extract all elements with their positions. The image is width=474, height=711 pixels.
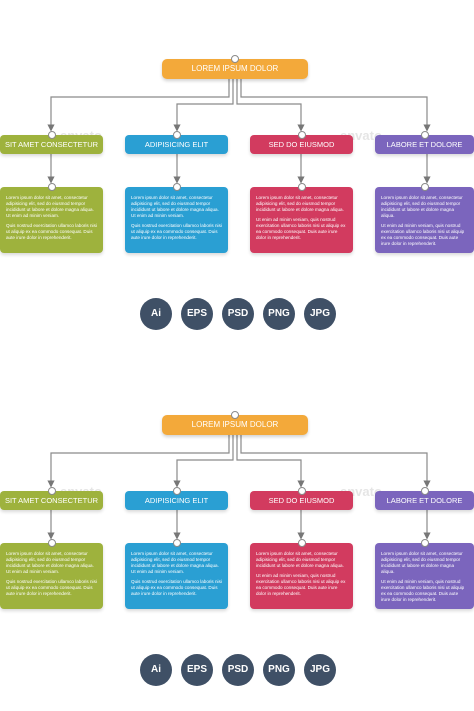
format-badge-eps: EPS [181, 654, 213, 686]
format-badge-psd: PSD [222, 298, 254, 330]
root-node: LOREM IPSUM DOLOR [162, 59, 308, 79]
branch-heading-4: LABORE ET DOLORE [375, 491, 474, 510]
card-connector-dot [47, 539, 56, 547]
connector-2 [173, 435, 234, 488]
card-text-2: Quis nostrud exercitation ullamco labori… [131, 579, 222, 596]
card-text-2: Quis nostrud exercitation ullamco labori… [6, 579, 97, 596]
card-connector-dot [172, 539, 181, 547]
card-text-1: Lorem ipsum dolor sit amet, consectetur … [131, 195, 219, 218]
card-text-1: Lorem ipsum dolor sit amet, consectetur … [6, 195, 94, 218]
heading-connector-dot [420, 131, 429, 139]
connector-1 [47, 435, 230, 488]
heading-connector-dot [47, 487, 56, 495]
card-text-2: Ut enim ad minim veniam, quis nostrud ex… [256, 573, 346, 596]
card-text-1: Lorem ipsum dolor sit amet, consectetur … [381, 195, 463, 218]
connector-3 [236, 79, 305, 132]
branch-card-1: Lorem ipsum dolor sit amet, consectetur … [0, 543, 103, 609]
card-text-2: Quis nostrud exercitation ullamco labori… [131, 223, 222, 240]
branch-heading-4: LABORE ET DOLORE [375, 135, 474, 154]
branch-heading-1: SIT AMET CONSECTETUR [0, 491, 103, 510]
connector-4 [240, 435, 431, 488]
heading-connector-dot [297, 487, 306, 495]
heading-connector-dot [172, 487, 181, 495]
branch-card-3: Lorem ipsum dolor sit amet, consectetur … [250, 543, 353, 609]
heading-connector-dot [47, 131, 56, 139]
connector-2 [173, 79, 234, 132]
branch-heading-2: ADIPISICING ELIT [125, 135, 228, 154]
card-text-1: Lorem ipsum dolor sit amet, consectetur … [381, 551, 463, 574]
format-badge-eps: EPS [181, 298, 213, 330]
format-badge-jpg: JPG [304, 298, 336, 330]
card-text-1: Lorem ipsum dolor sit amet, consectetur … [6, 551, 94, 574]
branch-card-2: Lorem ipsum dolor sit amet, consectetur … [125, 187, 228, 253]
connector-4 [240, 79, 431, 132]
branch-heading-3: SED DO EIUSMOD [250, 491, 353, 510]
branch-heading-3: SED DO EIUSMOD [250, 135, 353, 154]
connector-3 [236, 435, 305, 488]
connector-1 [47, 79, 230, 132]
heading-connector-dot [297, 131, 306, 139]
card-text-2: Quis nostrud exercitation ullamco labori… [6, 223, 97, 240]
connector-lines [47, 79, 431, 184]
root-node: LOREM IPSUM DOLOR [162, 415, 308, 435]
root-connector-dot [231, 411, 239, 419]
card-connector-dot [297, 183, 306, 191]
card-connector-dot [420, 183, 429, 191]
branch-heading-2: ADIPISICING ELIT [125, 491, 228, 510]
card-text-2: Ut enim ad minim veniam, quis nostrud ex… [381, 579, 465, 602]
connector-lines [47, 435, 431, 540]
card-connector-dot [47, 183, 56, 191]
format-badge-ai: Ai [140, 654, 172, 686]
format-badge-psd: PSD [222, 654, 254, 686]
branch-card-3: Lorem ipsum dolor sit amet, consectetur … [250, 187, 353, 253]
heading-connector-dot [420, 487, 429, 495]
branch-card-1: Lorem ipsum dolor sit amet, consectetur … [0, 187, 103, 253]
branch-card-4: Lorem ipsum dolor sit amet, consectetur … [375, 543, 474, 609]
format-badge-jpg: JPG [304, 654, 336, 686]
branch-card-4: Lorem ipsum dolor sit amet, consectetur … [375, 187, 474, 253]
format-badge-png: PNG [263, 298, 295, 330]
card-text-2: Ut enim ad minim veniam, quis nostrud ex… [256, 217, 346, 240]
card-text-1: Lorem ipsum dolor sit amet, consectetur … [256, 551, 344, 568]
card-connector-dot [172, 183, 181, 191]
card-connector-dot [420, 539, 429, 547]
format-badge-png: PNG [263, 654, 295, 686]
heading-connector-dot [172, 131, 181, 139]
card-text-1: Lorem ipsum dolor sit amet, consectetur … [256, 195, 344, 212]
branch-card-2: Lorem ipsum dolor sit amet, consectetur … [125, 543, 228, 609]
format-badge-ai: Ai [140, 298, 172, 330]
card-connector-dot [297, 539, 306, 547]
card-text-1: Lorem ipsum dolor sit amet, consectetur … [131, 551, 219, 574]
root-connector-dot [231, 55, 239, 63]
card-text-2: Ut enim ad minim veniam, quis nostrud ex… [381, 223, 465, 246]
branch-heading-1: SIT AMET CONSECTETUR [0, 135, 103, 154]
